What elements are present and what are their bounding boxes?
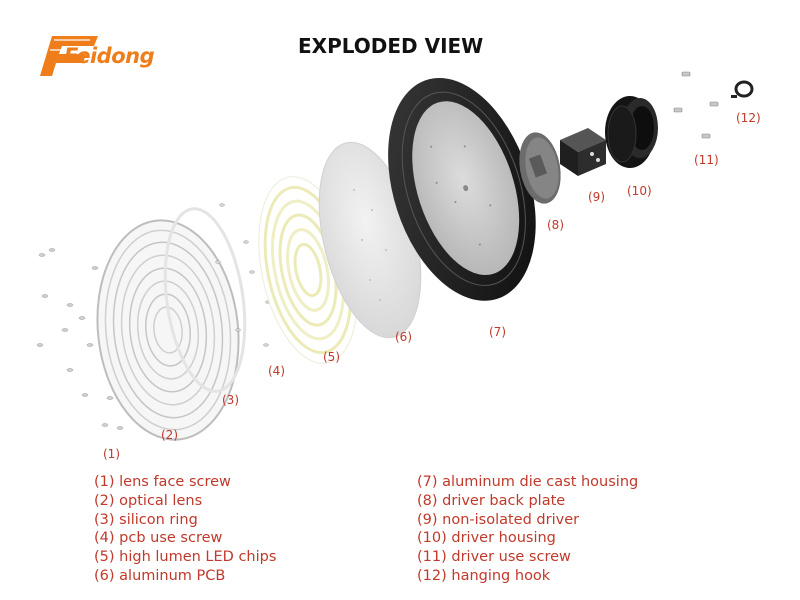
part-label-11: (11) [694, 153, 719, 167]
legend-left: (1) lens face screw (2) optical lens (3)… [94, 473, 276, 586]
non-isolated-driver [560, 128, 606, 176]
legend-item-2: (2) optical lens [94, 492, 203, 509]
part-label-3: (3) [222, 393, 239, 407]
legend-item-11: (11) driver use screw [417, 549, 571, 566]
silicon-ring [163, 207, 247, 393]
part-label-4: (4) [268, 364, 285, 378]
part-label-6: (6) [395, 330, 412, 344]
part-label-9: (9) [588, 190, 605, 204]
driver-screws [673, 71, 719, 139]
legend-item-3: (3) silicon ring [94, 511, 198, 528]
legend-item-5: (5) high lumen LED chips [94, 549, 277, 566]
part-label-12: (12) [736, 111, 761, 125]
driver-back-plate [519, 132, 561, 204]
legend-item-1: (1) lens face screw [94, 474, 231, 490]
legend-right: (7) aluminum die cast housing (8) driver… [417, 473, 638, 586]
die-cast-housing [388, 78, 536, 301]
feidong-logo-icon [40, 36, 98, 76]
page-title: EXPLODED VIEW [298, 34, 484, 58]
legend-item-6: (6) aluminum PCB [94, 567, 226, 584]
legend-item-12: (12) hanging hook [417, 567, 551, 584]
legend-item-9: (9) non-isolated driver [417, 511, 580, 528]
part-label-7: (7) [489, 325, 506, 339]
hanging-hook-icon [731, 80, 754, 98]
legend-item-10: (10) driver housing [417, 530, 556, 547]
part-label-1: (1) [103, 447, 120, 461]
optical-lens [96, 219, 240, 441]
legend-item-4: (4) pcb use screw [94, 530, 223, 547]
part-label-8: (8) [547, 218, 564, 232]
brand-name: Feidong [64, 44, 155, 68]
legend-item-8: (8) driver back plate [417, 492, 566, 509]
driver-housing [605, 96, 658, 168]
part-label-5: (5) [323, 350, 340, 364]
part-label-2: (2) [161, 428, 178, 442]
lens-face-screws [36, 248, 124, 430]
part-label-10: (10) [627, 184, 652, 198]
pcb-screws [215, 203, 271, 347]
legend-item-7: (7) aluminum die cast housing [417, 474, 639, 490]
